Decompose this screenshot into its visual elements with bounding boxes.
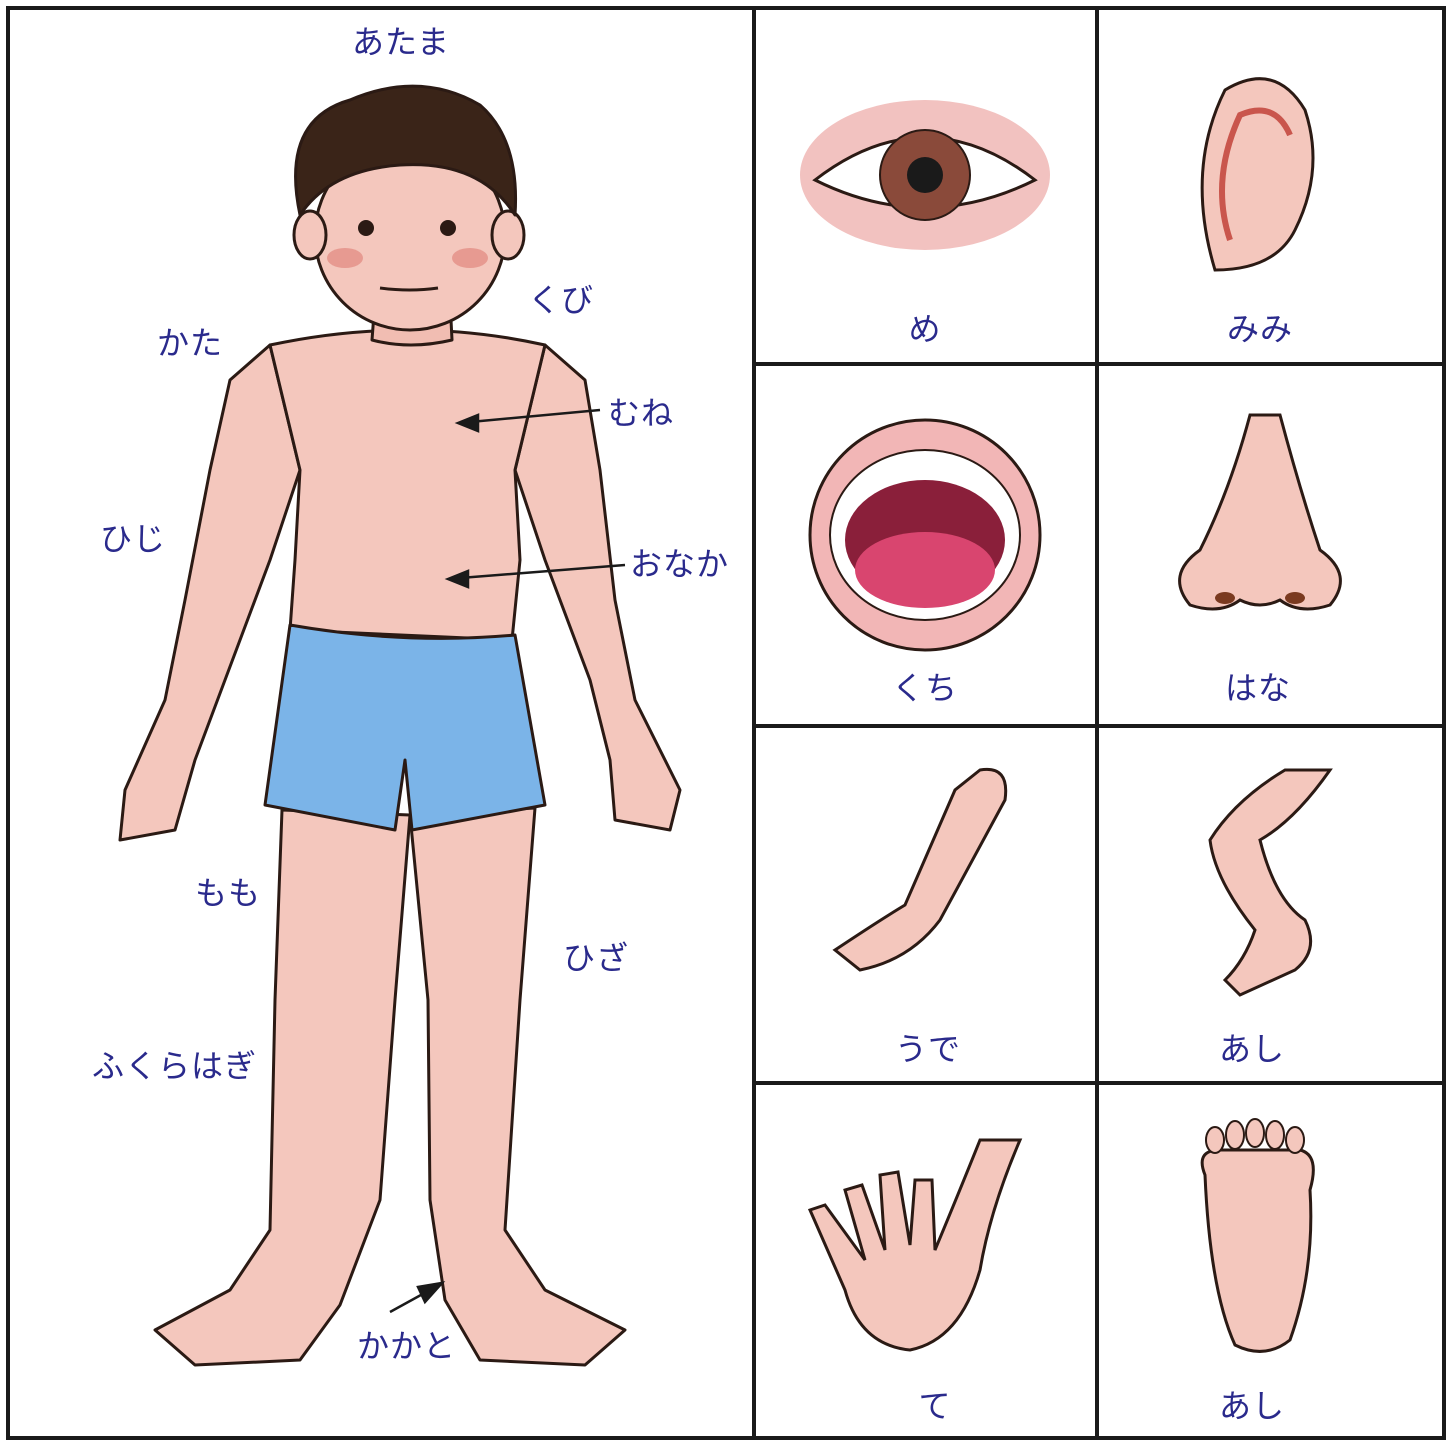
right-leg [410, 808, 625, 1365]
cell-label-hana: はな [1225, 672, 1291, 704]
nose-icon [1180, 415, 1341, 609]
label-kubi: くび [528, 284, 594, 316]
label-hiza: ひざ [563, 942, 629, 974]
label-onaka: おなか [630, 548, 729, 580]
hand-icon [810, 1140, 1020, 1350]
cell-label-ashi-foot: あし [1219, 1390, 1285, 1422]
label-hiji: ひじ [100, 523, 166, 555]
cell-label-te: て [918, 1390, 951, 1422]
leg-icon [1210, 770, 1330, 995]
label-atama: あたま [352, 26, 450, 58]
label-kata: かた [157, 327, 223, 359]
shorts [265, 625, 545, 830]
left-ear [294, 211, 326, 259]
cell-label-ude: うで [895, 1033, 961, 1065]
left-cheek [327, 248, 363, 268]
cell-label-ashi-leg: あし [1219, 1033, 1285, 1065]
right-ear [492, 211, 524, 259]
mouth-icon [810, 420, 1040, 650]
label-mune: むね [608, 397, 674, 429]
ear-icon [1202, 79, 1313, 270]
right-eye [440, 220, 456, 236]
cell-label-kuchi: くち [892, 672, 958, 704]
eye-icon [800, 100, 1050, 250]
label-kakato: かかと [357, 1330, 456, 1362]
cell-label-me: め [908, 313, 941, 345]
left-leg [155, 810, 410, 1365]
label-momo: もも [195, 877, 261, 909]
arrow-kakato-head [418, 1283, 442, 1302]
foot-icon [1202, 1119, 1313, 1351]
boy-figure [120, 86, 680, 1365]
right-cheek [452, 248, 488, 268]
torso [270, 330, 545, 640]
cell-label-mimi: みみ [1227, 313, 1293, 345]
label-fukurahagi: ふくらはぎ [92, 1050, 257, 1082]
arm-icon [835, 769, 1006, 970]
left-eye [358, 220, 374, 236]
